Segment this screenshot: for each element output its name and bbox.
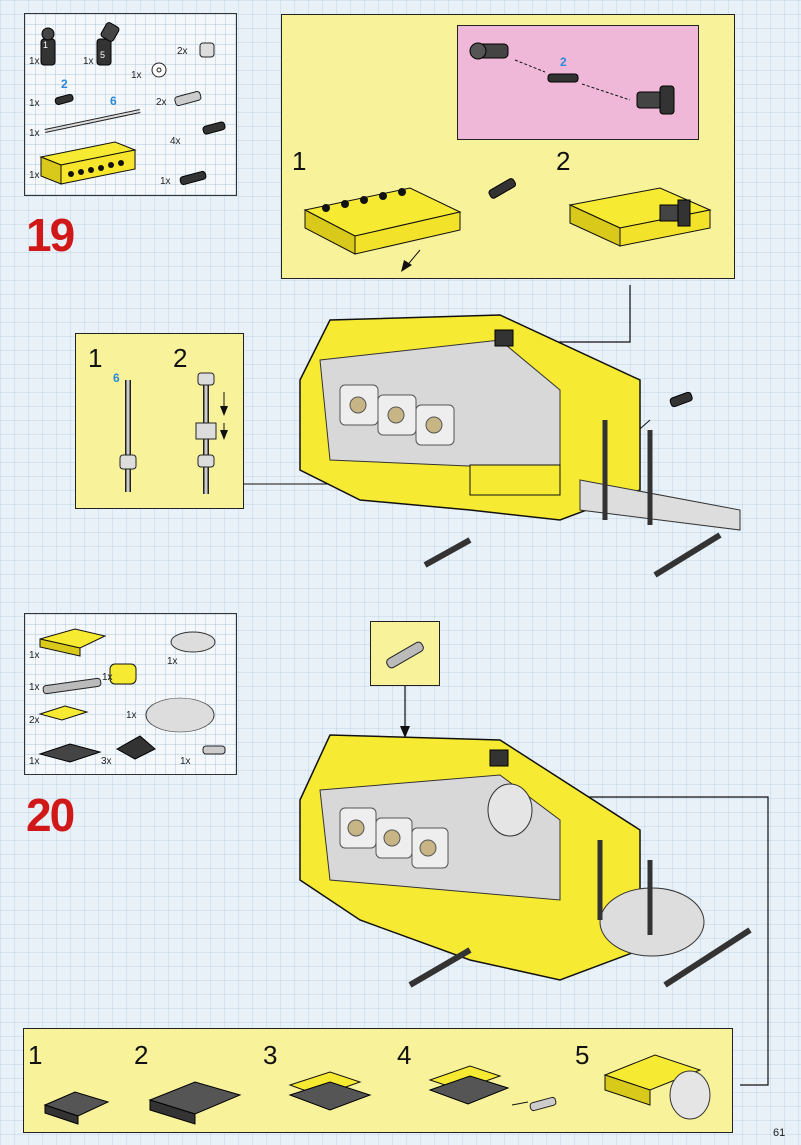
- step19-subassembly-a-detail: [457, 25, 699, 140]
- part-qty: 1x: [29, 756, 40, 767]
- part-length: 2: [560, 55, 567, 69]
- step19-subassembly-b: [75, 333, 244, 509]
- step19-parts-illustration: [39, 22, 226, 186]
- substep-label: 2: [173, 343, 188, 373]
- substep-label: 1: [292, 146, 307, 176]
- part-qty: 1x: [102, 672, 113, 683]
- substep-label: 2: [556, 146, 571, 176]
- part-qty: 2x: [156, 97, 167, 108]
- part-marker: 1: [43, 40, 49, 50]
- part-qty: 1x: [29, 682, 40, 693]
- step-number: 20: [26, 789, 75, 841]
- sequence-label: 5: [575, 1040, 590, 1070]
- step20-parts-illustration: [38, 628, 226, 763]
- part-qty: 1x: [167, 656, 178, 667]
- page-number: 61: [773, 1127, 786, 1139]
- part-qty: 2x: [177, 46, 188, 57]
- part-qty: 1x: [180, 756, 191, 767]
- step-number: 19: [26, 209, 75, 261]
- pin-icon: [386, 641, 424, 669]
- part-qty: 2x: [29, 715, 40, 726]
- part-qty: 1x: [29, 170, 40, 181]
- part-marker: 5: [100, 50, 106, 60]
- part-qty: 1x: [131, 70, 142, 81]
- part-qty: 4x: [170, 136, 181, 147]
- step20-parts-list: 1x 1x 1x 1x 2x 1x 1x 3x 1x: [24, 613, 237, 775]
- part-qty: 1x: [126, 710, 137, 721]
- step20-pin-callout: [370, 621, 440, 686]
- part-length: 6: [110, 94, 117, 108]
- part-length: 6: [113, 371, 120, 385]
- part-length: 2: [61, 77, 68, 91]
- substep-label: 1: [88, 343, 103, 373]
- step19-parts-list: 1x 1 1x 5 1x 2x 1x 2 2x 1x 6 4x 1x 1x: [24, 13, 237, 196]
- sequence-label: 4: [397, 1040, 412, 1070]
- part-qty: 1x: [29, 98, 40, 109]
- sequence-label: 1: [28, 1040, 43, 1070]
- sequence-label: 3: [263, 1040, 278, 1070]
- part-qty: 1x: [29, 128, 40, 139]
- sequence-label: 2: [134, 1040, 149, 1070]
- part-qty: 1x: [29, 650, 40, 661]
- part-qty: 3x: [101, 756, 112, 767]
- part-qty: 1x: [83, 56, 94, 67]
- part-qty: 1x: [160, 176, 171, 187]
- part-qty: 1x: [29, 56, 40, 67]
